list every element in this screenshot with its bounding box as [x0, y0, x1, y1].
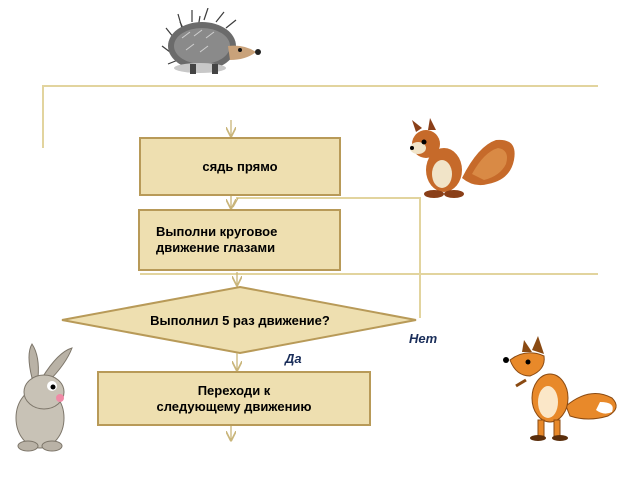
squirrel-icon — [410, 118, 515, 198]
step3-line1: Переходи к — [197, 382, 271, 398]
step1-text: сядь прямо — [202, 158, 278, 174]
fox-icon — [503, 336, 617, 441]
arrow-loop-into-step2 — [232, 197, 239, 208]
rabbit-icon — [15, 343, 73, 452]
decision-diamond — [61, 285, 417, 355]
hedgehog-icon — [161, 8, 261, 74]
step2-line1: Выполни круговое — [156, 224, 278, 239]
no-loop-line — [236, 197, 421, 318]
step3-line2: следующему движению — [156, 398, 312, 414]
no-label: Нет — [409, 331, 438, 346]
yes-label: Да — [285, 351, 302, 366]
step2-line2: движение глазами — [156, 240, 276, 255]
decision-text: Выполнил 5 раз движение? — [150, 312, 330, 328]
step3-box: Переходи к следующему движению — [97, 371, 371, 426]
step2-box: Выполни круговое движение глазами — [138, 209, 341, 271]
step1-box: сядь прямо — [139, 137, 341, 196]
outer-loop-frame — [42, 85, 598, 148]
